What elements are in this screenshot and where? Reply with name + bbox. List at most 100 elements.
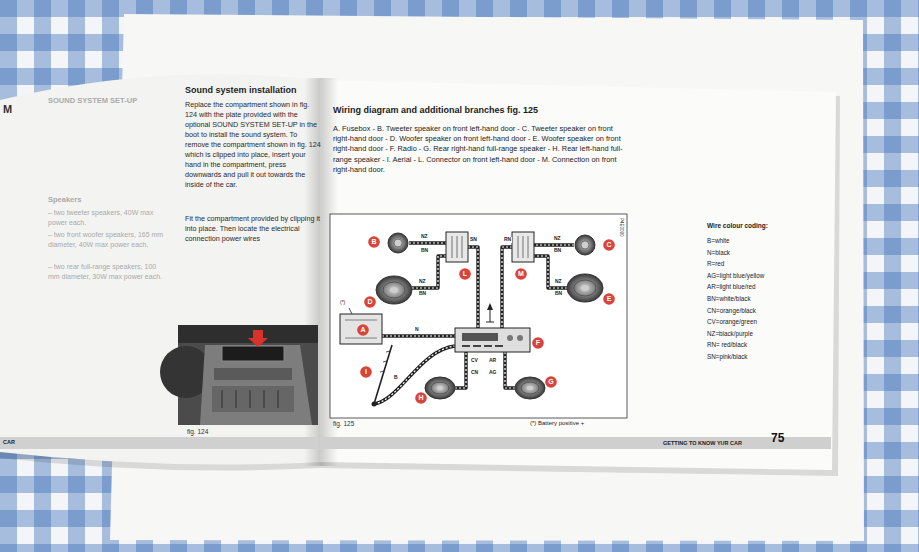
label-text: CN xyxy=(470,370,479,376)
legend-entry: BN=white/black xyxy=(707,296,751,303)
legend-text: RN= red/black xyxy=(707,341,747,348)
wires xyxy=(374,243,574,404)
callout-letter: G xyxy=(545,376,557,388)
full-range-speaker-symbol xyxy=(515,377,545,399)
label-text: NZ xyxy=(420,234,429,240)
legend-entry: RN= red/black xyxy=(707,342,747,349)
label-text: NZ xyxy=(418,279,427,285)
label-text: Replace the compartment shown in fig. 12… xyxy=(185,100,321,189)
callout-letter: A xyxy=(357,324,369,336)
legend-entry: NZ=black/purple xyxy=(707,331,753,338)
legend-text: R=red xyxy=(707,260,724,267)
callout-letter: M xyxy=(515,268,527,280)
callout-number: F xyxy=(532,337,544,349)
callout-letter: C xyxy=(603,239,615,251)
callout-number: I xyxy=(360,366,372,378)
label-text: BN xyxy=(554,291,563,297)
legend-entry: CN=orange/black xyxy=(707,308,756,315)
left-page xyxy=(0,74,322,464)
legend-text: AG=light blue/yellow xyxy=(707,272,764,279)
legend-entry: B=white xyxy=(707,238,730,245)
label-text: fig. 124 xyxy=(187,428,208,435)
label-text: CV xyxy=(470,358,479,364)
label-text: (*) Battery positive + xyxy=(530,420,584,427)
label-text: – two front woofer speakers, 165 mm diam… xyxy=(48,230,166,249)
callout-number: A xyxy=(357,324,369,336)
callout-number: C xyxy=(603,239,615,251)
legend-text: SN=pink/black xyxy=(707,353,747,360)
footer-band xyxy=(0,437,318,449)
callout-number: H xyxy=(415,392,427,404)
label-text: SN xyxy=(469,237,478,243)
label-text: 75 xyxy=(771,432,784,445)
callout-letter: E xyxy=(603,293,615,305)
callout-number: B xyxy=(368,236,380,248)
connector-symbol xyxy=(512,232,534,262)
callout-number: M xyxy=(515,268,527,280)
callout-letter: B xyxy=(368,236,380,248)
callout-letter: I xyxy=(360,366,372,378)
right-page xyxy=(320,80,836,470)
figure-caption: fig. 125 xyxy=(333,420,354,427)
fusebox-symbol xyxy=(340,308,382,344)
callout-number: L xyxy=(459,268,471,280)
woofer-symbol xyxy=(376,276,412,304)
callout-number: D xyxy=(364,296,376,308)
label-text: P4E0090 xyxy=(618,218,623,237)
legend-entry: R=red xyxy=(707,261,724,268)
legend-text: CN=orange/black xyxy=(707,307,756,314)
diagram-frame xyxy=(330,214,627,418)
legend-text: B=white xyxy=(707,237,730,244)
callout-letter: H xyxy=(415,392,427,404)
callout-letter: F xyxy=(532,337,544,349)
label-text: Wire colour coding: xyxy=(707,222,768,229)
legend-text: BN=white/black xyxy=(707,295,751,302)
label-text: BN xyxy=(553,248,562,254)
aerial-symbol xyxy=(372,345,393,407)
legend-entry: CV=orange/green xyxy=(707,319,757,326)
callout-number: E xyxy=(603,293,615,305)
label-text: – two tweeter speakers, 40W max power ea… xyxy=(48,208,166,227)
radio-symbol xyxy=(455,328,530,352)
label-text: RN xyxy=(503,237,512,243)
label-text: Sound system installation xyxy=(185,84,325,96)
label-text: BN xyxy=(418,291,427,297)
label-text: AG xyxy=(488,370,498,376)
legend-entry: AG=light blue/yellow xyxy=(707,273,764,280)
label-text: B xyxy=(393,375,399,381)
label-text: M xyxy=(3,103,12,115)
legend-entry: N=black xyxy=(707,250,730,257)
label-text: GETTING TO KNOW YUR CAR xyxy=(663,440,742,446)
label-text: Fit the compartment provided by clipping… xyxy=(185,214,321,244)
footer-band xyxy=(322,437,831,449)
label-text: – two rear full-range speakers, 100 mm d… xyxy=(48,262,166,281)
label-text: BN xyxy=(420,248,429,254)
legend-text: NZ=black/purple xyxy=(707,330,753,337)
legend-text: CV=orange/green xyxy=(707,318,757,325)
legend-text: AR=light blue/red xyxy=(707,283,755,290)
label-text: A. Fusebox - B. Tweeter speaker on front… xyxy=(333,124,631,175)
ground-symbol xyxy=(486,303,494,322)
label-text: SOUND SYSTEM SET-UP xyxy=(48,96,168,106)
legend-entry: SN=pink/black xyxy=(707,354,747,361)
full-range-speaker-symbol xyxy=(425,377,455,399)
dashboard-photo xyxy=(160,325,318,425)
label-text: CAR xyxy=(3,439,15,445)
callout-number: G xyxy=(545,376,557,388)
callout-letter: D xyxy=(364,296,376,308)
figure-title: Wiring diagram and additional branches f… xyxy=(333,104,633,116)
legend-entry: AR=light blue/red xyxy=(707,284,755,291)
woofer-symbol xyxy=(567,274,603,302)
label-text: Speakers xyxy=(48,195,168,205)
label-text: NZ xyxy=(553,236,562,242)
tweeter-symbol xyxy=(388,233,408,253)
callout-letter: L xyxy=(459,268,471,280)
label-text: (*) xyxy=(340,300,345,306)
label-text: N xyxy=(414,327,420,333)
connector-symbol xyxy=(446,232,468,262)
label-text: AR xyxy=(488,358,497,364)
label-text: NZ xyxy=(554,279,563,285)
legend-text: N=black xyxy=(707,249,730,256)
